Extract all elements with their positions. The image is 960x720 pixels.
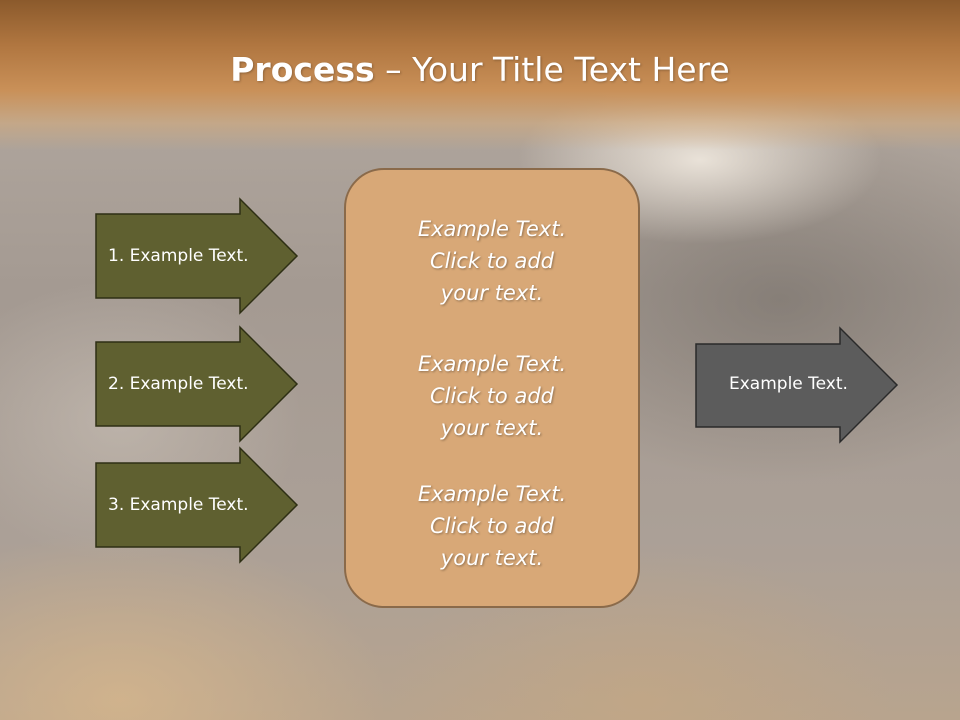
center-text-line: Example Text. [417,482,567,506]
title-bar [0,0,960,150]
title-bold-text: Process [230,50,375,89]
slide-title[interactable]: Process – Your Title Text Here [0,50,960,89]
center-text-block-1: Example Text. Click to add your text. [344,213,640,309]
center-text-line: Example Text. [417,352,567,376]
center-process-box[interactable] [344,168,640,608]
output-arrow-label: Example Text. [729,374,848,394]
center-text-block-3: Example Text. Click to add your text. [344,478,640,574]
input-arrow-3[interactable] [94,446,300,564]
center-text-line: Click to add [429,514,554,538]
center-text-line: Example Text. [417,217,567,241]
center-text-line: Click to add [429,249,554,273]
title-rest-text: – Your Title Text Here [374,50,730,89]
input-arrow-2[interactable] [94,325,300,443]
center-text-block-2: Example Text. Click to add your text. [344,348,640,444]
input-arrow-1-label: 1. Example Text. [108,246,249,266]
input-arrow-1[interactable] [94,197,300,315]
input-arrow-3-label: 3. Example Text. [108,495,249,515]
center-text-line: your text. [440,416,544,440]
center-text-line: your text. [440,281,544,305]
center-text-line: your text. [440,546,544,570]
output-arrow[interactable] [694,326,900,444]
center-text-line: Click to add [429,384,554,408]
input-arrow-2-label: 2. Example Text. [108,374,249,394]
